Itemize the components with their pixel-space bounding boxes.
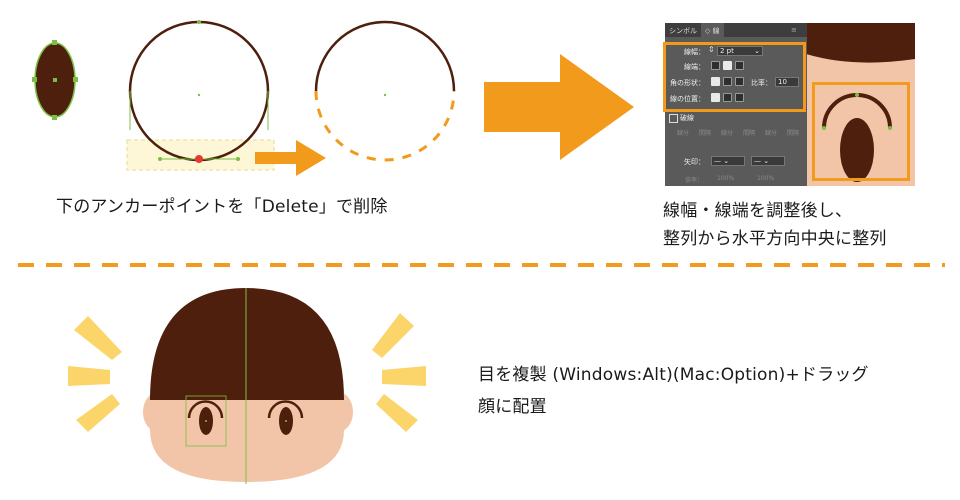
tab-stroke[interactable]: ◇ 線 [701, 23, 724, 37]
face-highlight-box [812, 82, 910, 181]
stepper-icon[interactable]: ⇕ [708, 45, 715, 54]
dashed-checkbox[interactable] [669, 114, 678, 123]
panel-tabs: シンボル ◇ 線 ≡ [665, 23, 807, 37]
stroke-panel: シンボル ◇ 線 ≡ 線幅： ⇕ 2 pt ⌄ 線端： 角の形状： 比率： 10… [665, 23, 807, 186]
arrow-label: 矢印： [684, 158, 705, 166]
weight-label: 線幅： [684, 48, 705, 56]
eye-right [267, 400, 304, 435]
zoomed-face-view [807, 23, 915, 186]
dashed-label: 破線 [680, 114, 694, 122]
gap-cell: 間隔 [787, 130, 800, 137]
caption-step1: 下のアンカーポイントを「Delete」で削除 [56, 197, 388, 217]
caption-step2-line1: 線幅・線端を調整後し、 [663, 201, 853, 221]
ray-left-mid [68, 366, 110, 386]
weight-field[interactable]: 2 pt ⌄ [717, 46, 763, 56]
tab-symbol[interactable]: シンボル [669, 27, 697, 35]
cap-butt-button[interactable] [711, 61, 720, 70]
cap-label: 線端： [684, 63, 705, 71]
circle-before-delete[interactable] [126, 20, 275, 171]
corner-label: 角の形状： [670, 79, 705, 87]
dash-cell: 線分 [721, 130, 734, 137]
corner-miter-button[interactable] [711, 77, 720, 86]
panel-menu-icon[interactable]: ≡ [791, 26, 797, 34]
eye-left [185, 395, 227, 447]
align-inside-button[interactable] [723, 93, 732, 102]
align-outside-button[interactable] [735, 93, 744, 102]
dash-cell: 線分 [677, 130, 690, 137]
scale-label: 倍率： [685, 177, 704, 184]
arrow-end-select[interactable]: — ⌄ [751, 156, 785, 166]
big-arrow-icon [484, 54, 634, 160]
panel-highlight-box [663, 42, 806, 112]
caption-step3-line2: 顔に配置 [478, 397, 547, 417]
face-skin [150, 400, 344, 482]
ray-right-mid [382, 366, 426, 386]
align-label: 線の位置： [670, 95, 705, 103]
ratio-label: 比率： [751, 79, 772, 87]
ray-left-top [74, 316, 122, 360]
face-illustration [68, 288, 426, 484]
arrow-start-select[interactable]: — ⌄ [711, 156, 745, 166]
small-arrow-icon [255, 140, 326, 176]
hair-edge [807, 23, 915, 63]
cap-round-button[interactable] [723, 61, 732, 70]
ray-right-top [372, 313, 414, 358]
scale-value-end: 100% [757, 175, 775, 182]
eye-ellipse-selected[interactable] [32, 40, 78, 120]
ray-right-bottom [376, 394, 418, 432]
scale-value-start: 100% [717, 175, 735, 182]
corner-round-button[interactable] [723, 77, 732, 86]
ratio-field[interactable]: 10 [775, 77, 799, 87]
gap-cell: 間隔 [743, 130, 756, 137]
delete-anchor-point [195, 155, 203, 163]
ray-left-bottom [76, 394, 120, 432]
dash-cell: 線分 [765, 130, 778, 137]
caption-step2-line2: 整列から水平方向中央に整列 [663, 229, 887, 249]
circle-after-delete [314, 20, 456, 162]
cap-square-button[interactable] [735, 61, 744, 70]
caption-step3-line1: 目を複製 (Windows:Alt)(Mac:Option)+ドラッグ [478, 365, 869, 385]
align-center-button[interactable] [711, 93, 720, 102]
gap-cell: 間隔 [699, 130, 712, 137]
hair [150, 288, 344, 400]
corner-bevel-button[interactable] [735, 77, 744, 86]
